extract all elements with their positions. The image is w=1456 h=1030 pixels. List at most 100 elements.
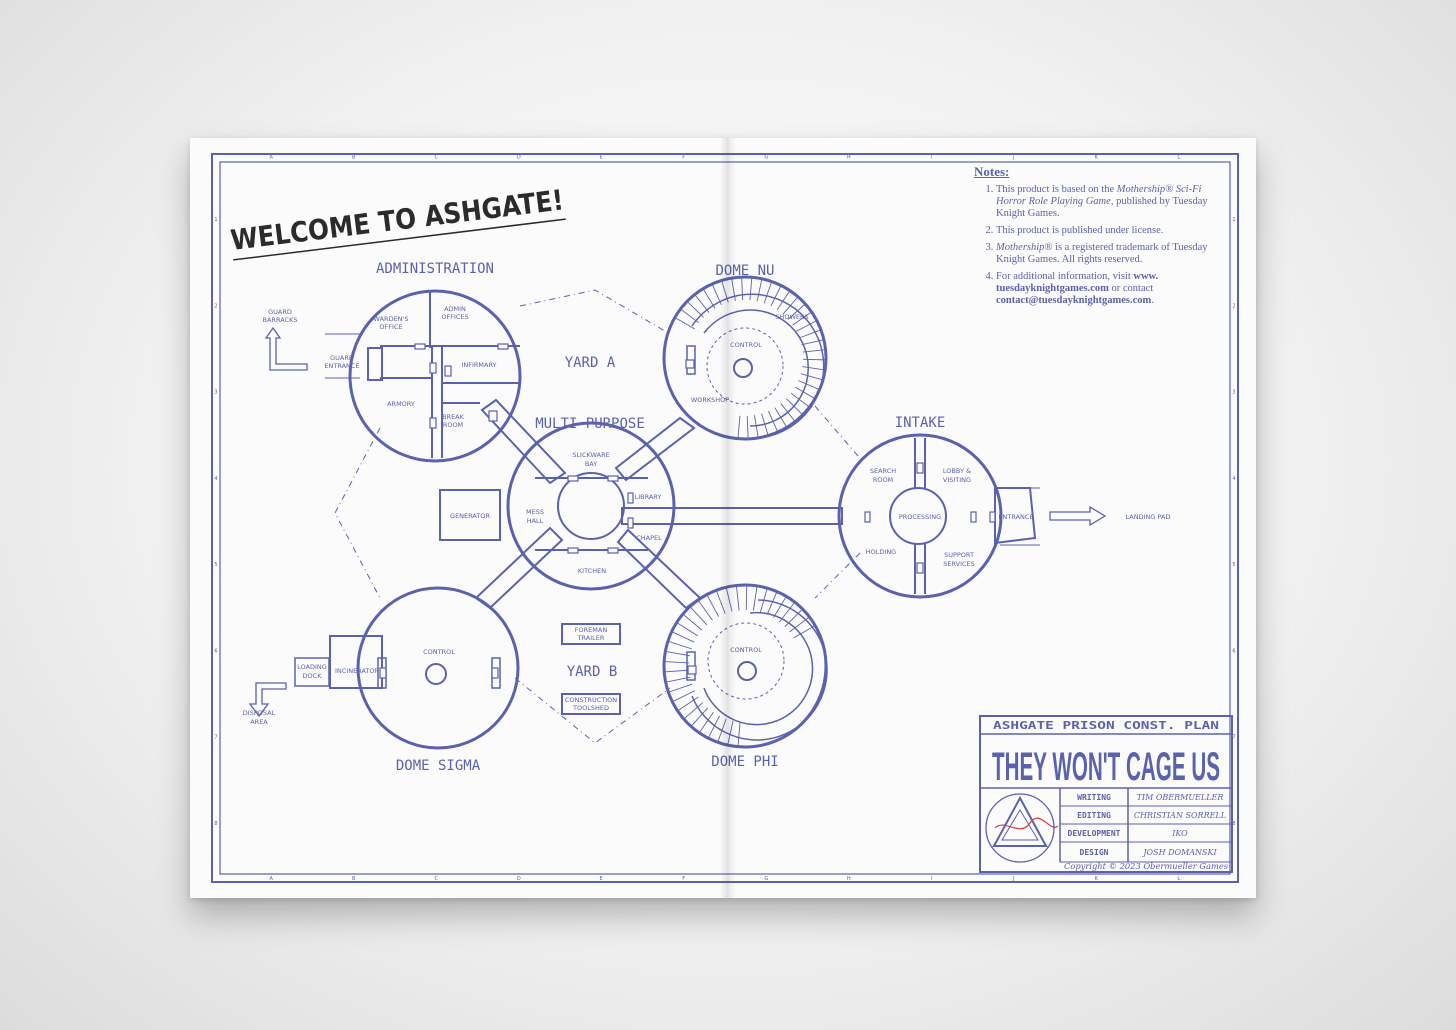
- credit-name-3: IKO: [1171, 829, 1188, 838]
- notes-list: This product is based on the Mothership®…: [974, 184, 1224, 307]
- credit-role-3: DEVELOPMENT: [1068, 829, 1121, 838]
- note-text: contact@tuesdayknightgames.com: [996, 295, 1152, 306]
- note-text: is a registered trademark of Tuesday Kni…: [996, 242, 1208, 265]
- note-text: Mothership®: [996, 242, 1053, 253]
- label-support-services-2: SERVICES: [943, 560, 975, 568]
- label-construction-toolshed-1: CONSTRUCTION: [565, 696, 617, 704]
- dome-nu-step: [746, 415, 749, 439]
- border-letter: F: [682, 876, 685, 882]
- label-guard-barracks-1: GUARD: [268, 308, 292, 316]
- label-loading-dock-2: DOCK: [303, 672, 323, 680]
- door-mark: [491, 667, 499, 679]
- border-letter: G: [764, 876, 768, 882]
- border-letter: A: [270, 876, 274, 882]
- welcome-title-group: WELCOME TO ASHGATE!: [229, 183, 566, 261]
- door-mark: [989, 511, 996, 523]
- border-letter: L: [1177, 876, 1180, 882]
- border-letter: I: [931, 876, 932, 882]
- label-kitchen: KITCHEN: [578, 567, 606, 575]
- door-mark: [607, 475, 619, 482]
- dome-nu-step: [790, 392, 810, 408]
- border-letter: F: [682, 155, 685, 161]
- door-mark: [444, 365, 452, 377]
- border-number: 7: [1232, 735, 1235, 741]
- border-letter: D: [517, 876, 521, 882]
- notes-panel: Notes: This product is based on the Moth…: [974, 164, 1224, 312]
- label-mess-hall-2: HALL: [527, 517, 544, 525]
- label-dome-nu-control: CONTROL: [730, 341, 762, 349]
- generator-box: [439, 489, 501, 541]
- border-number: 3: [1232, 390, 1235, 396]
- door-marks: [379, 343, 996, 679]
- dome-nu-step: [794, 386, 816, 400]
- dome-nu-step: [796, 320, 818, 332]
- dome-phi-step: [672, 690, 695, 703]
- landing-pad-arrow-icon: [1049, 505, 1107, 527]
- dome-phi-building: [662, 583, 828, 749]
- label-admin-offices-2: OFFICES: [441, 313, 468, 321]
- dome-phi-step: [735, 585, 740, 611]
- door-mark: [488, 410, 498, 422]
- note-item: This product is based on the Mothership®…: [996, 184, 1224, 220]
- door-mark: [607, 547, 619, 554]
- note-text: This product is based on the: [996, 184, 1117, 195]
- label-dome-phi: DOME PHI: [711, 754, 778, 770]
- border-letter: B: [352, 155, 356, 161]
- dome-nu-step: [787, 303, 806, 320]
- border-letter: B: [352, 876, 356, 882]
- door-mark: [429, 362, 437, 374]
- label-dome-phi-control: CONTROL: [730, 646, 762, 654]
- dome-phi-step: [727, 720, 734, 746]
- administration-building: [325, 289, 522, 463]
- dome-sigma-building: [294, 586, 520, 750]
- door-mark: [685, 359, 695, 369]
- dome-phi-step: [706, 594, 719, 617]
- credit-name-2: CHRISTIAN SORRELL: [1134, 811, 1226, 820]
- border-letter: K: [1095, 876, 1099, 882]
- door-mark: [627, 492, 634, 504]
- border-letter: L: [1177, 155, 1180, 161]
- dome-nu-step: [680, 308, 700, 324]
- dome-nu-step: [694, 294, 710, 313]
- label-showers: SHOWERS: [775, 313, 808, 321]
- border-letter: J: [1012, 155, 1014, 161]
- disposal-arrow-icon: [248, 682, 287, 718]
- dome-nu-step: [686, 300, 704, 318]
- dome-phi-step: [789, 616, 810, 633]
- door-mark: [916, 462, 924, 474]
- label-slickware-bay-1: SLICKWARE: [572, 451, 609, 459]
- label-guard-entrance-2: ENTRANCE: [324, 362, 359, 370]
- label-incinerator: INCINERATOR: [335, 667, 379, 675]
- label-dome-sigma: DOME SIGMA: [396, 758, 481, 774]
- label-multi-purpose: MULTI-PURPOSE: [535, 416, 645, 432]
- dome-nu-step: [776, 290, 791, 310]
- dome-phi-step: [676, 622, 699, 637]
- label-yard-a: YARD A: [565, 355, 616, 371]
- dome-nu-step: [737, 415, 741, 439]
- note-item: For additional information, visit www. t…: [996, 271, 1224, 307]
- label-mess-hall-1: MESS: [526, 508, 544, 516]
- note-text: .: [1151, 295, 1154, 306]
- yard-a-outline: [519, 289, 671, 335]
- dome-nu-step: [800, 373, 824, 381]
- label-administration: ADMINISTRATION: [376, 261, 494, 277]
- dome-nu-step: [756, 278, 763, 302]
- notes-heading: Notes:: [974, 164, 1010, 179]
- dome-phi-step: [779, 601, 796, 623]
- dome-nu-step: [702, 288, 716, 309]
- border-number: 6: [1232, 648, 1235, 654]
- label-disposal-area-1: DISPOSAL: [243, 709, 276, 717]
- dome-phi-step: [784, 608, 803, 627]
- dome-nu-step: [768, 410, 779, 433]
- border-letter: G: [764, 155, 768, 161]
- dome-nu-step: [802, 358, 826, 361]
- door-mark: [429, 417, 437, 429]
- border-letter: E: [600, 155, 603, 161]
- label-wardens-office-1: WARDEN'S: [374, 315, 409, 323]
- label-dome-nu: DOME NU: [715, 263, 774, 279]
- dome-nu-step: [774, 407, 788, 428]
- dome-nu-step: [711, 283, 722, 306]
